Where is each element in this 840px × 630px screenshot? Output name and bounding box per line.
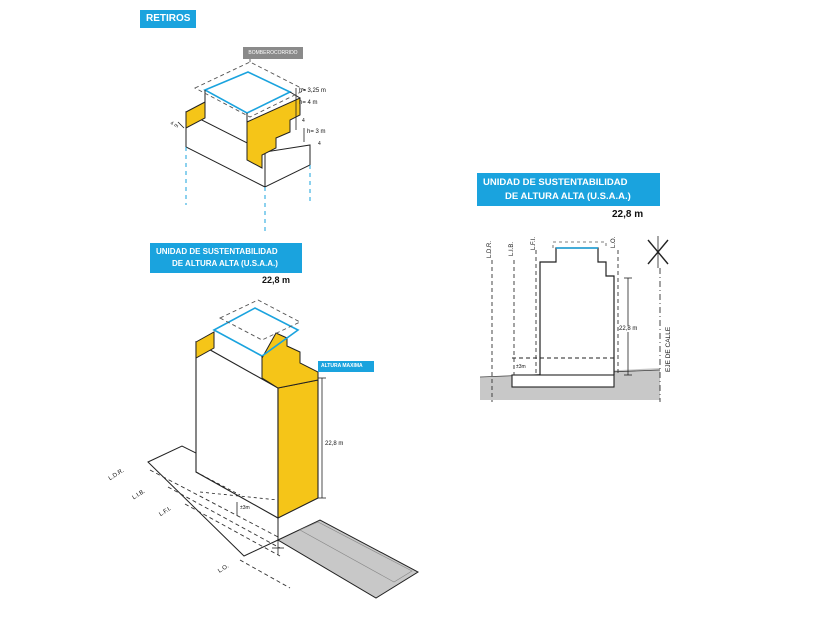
top-block-step-face: [246, 97, 301, 169]
iso-max-height-tag: ALTURA MAXIMA: [318, 361, 374, 372]
iso-base-dash: [195, 471, 241, 496]
iso-lot-line: [149, 469, 281, 539]
iso-tower-front-face: [277, 379, 319, 519]
iso-sidewalk-edge: [299, 521, 413, 583]
section-small-dim: ±3m: [516, 364, 526, 370]
iso-tower-envelope: [218, 299, 302, 341]
iso-building: [147, 299, 420, 599]
iso-base-dash: [199, 491, 279, 501]
usaa-section-height: 22,8 m: [612, 209, 644, 220]
usaa-main-label: UNIDAD DE SUSTENTABILIDAD DE ALTURA ALTA…: [150, 243, 302, 273]
iso-dim: 22,8 m: [325, 441, 344, 447]
top-block: [177, 52, 311, 232]
section-line-ldr-label: L.D.R.: [487, 240, 493, 258]
iso-lot-line: [239, 559, 291, 589]
top-block-dim-step-a: 4: [302, 118, 305, 124]
section-line-lib-label: L.I.B.: [509, 241, 515, 256]
section-building-outline: [539, 247, 615, 375]
usaa-section-label: UNIDAD DE SUSTENTABILIDAD DE ALTURA ALTA…: [477, 173, 660, 206]
section-line-lo-label: L.O.: [611, 236, 617, 248]
top-block-dim-step-b: 4: [318, 141, 321, 147]
top-block-envelope: [193, 61, 307, 118]
iso-tower-roof: [212, 307, 300, 357]
iso-lot-line: [167, 486, 281, 549]
top-block-front-face: [264, 144, 311, 188]
section-street-axis-label: EJE DE CALLE: [665, 326, 672, 372]
section-diagram: [479, 236, 669, 402]
top-block-dim-line: [177, 121, 185, 129]
iso-small-dim: ±3m: [240, 505, 250, 511]
section-dim: 22,8 m: [619, 326, 638, 332]
usaa-main-line1: UNIDAD DE SUSTENTABILIDAD: [156, 247, 278, 256]
page-title: RETIROS: [140, 10, 196, 28]
top-block-dim-2: h= 4 m: [299, 100, 318, 106]
street-axis-icon: [647, 236, 669, 268]
top-block-dim-3: h= 3 m: [307, 129, 326, 135]
top-block-tag: BOMBEROCORRIDO: [243, 47, 303, 59]
top-block-dim-1: h= 3,25 m: [299, 88, 326, 94]
usaa-main-height: 22,8 m: [262, 275, 291, 285]
usaa-section-line2: DE ALTURA ALTA (U.S.A.A.): [505, 191, 631, 202]
section-base: [511, 374, 615, 388]
iso-tower-steps: [261, 332, 319, 389]
usaa-section-line1: UNIDAD DE SUSTENTABILIDAD: [483, 177, 628, 188]
section-line-lfi-label: L.F.I.: [531, 236, 537, 250]
section-envelope: [552, 241, 607, 248]
iso-sidewalk: [276, 519, 420, 599]
top-block-roof: [203, 71, 292, 114]
usaa-main-line2: DE ALTURA ALTA (U.S.A.A.): [172, 259, 278, 268]
